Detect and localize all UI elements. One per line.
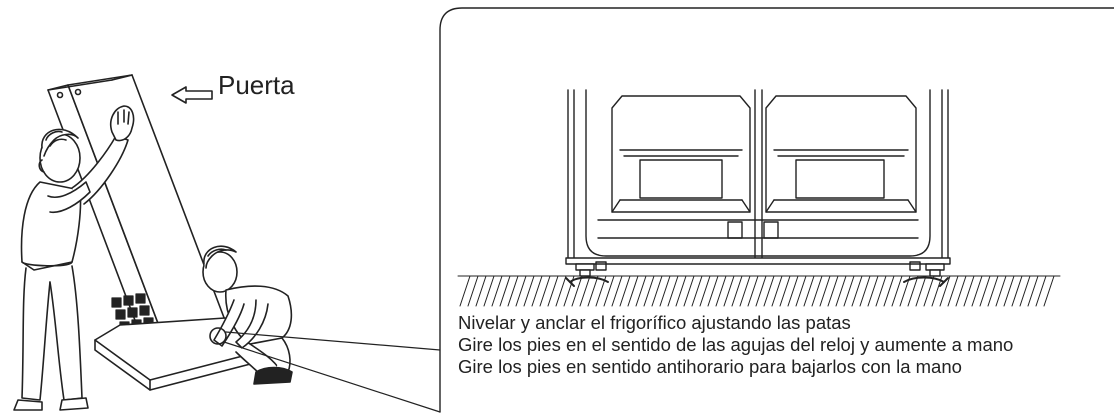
instruction-line-1: Nivelar y anclar el frigorífico ajustand… (458, 312, 851, 333)
instruction-line-2: Gire los pies en el sentido de las aguja… (458, 334, 1014, 355)
callout-lines (223, 331, 441, 413)
zoom-circle (209, 327, 227, 345)
door-label: Puerta (218, 70, 295, 100)
crouching-person (202, 245, 293, 385)
door-arrow (171, 86, 213, 104)
instruction-line-3: Gire los pies en sentido antihorario par… (458, 356, 962, 377)
floor-hatching (457, 275, 1061, 307)
leveling-foot-right (903, 261, 949, 287)
standing-person (13, 105, 135, 411)
instructions-text: Nivelar y anclar el frigorífico ajustand… (458, 312, 1098, 378)
fridge-front-detail (565, 89, 951, 265)
left-scene (13, 74, 441, 413)
detail-panel (439, 7, 1114, 413)
